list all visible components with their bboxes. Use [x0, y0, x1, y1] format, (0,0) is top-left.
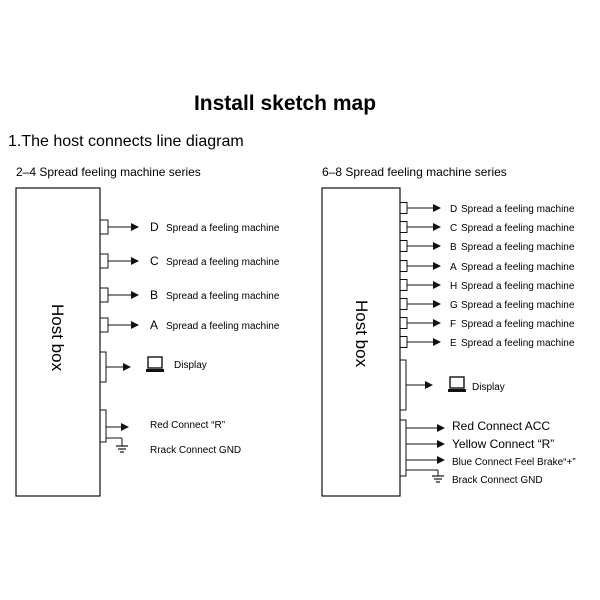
left-output-connector [99, 219, 109, 235]
right-output-letter: H [450, 281, 457, 292]
right-output-connector [399, 240, 408, 252]
right-output-label: Spread a feeling machine [461, 262, 575, 273]
right-output-connector [399, 260, 408, 272]
right-output-letter: B [450, 242, 457, 253]
right-output-label: Spread a feeling machine [461, 281, 575, 292]
right-output-letter: E [450, 338, 457, 349]
left-output-connector [99, 287, 109, 303]
right-output-row: H Spread a feeling machine [399, 279, 575, 292]
right-output-letter: D [450, 204, 457, 215]
right-output-label: Spread a feeling machine [461, 300, 575, 311]
left-monitor-icon [146, 356, 164, 372]
section-subtitle: 1.The host connects line diagram [8, 133, 244, 150]
right-output-letter: C [450, 223, 457, 234]
right-output-row: B Spread a feeling machine [399, 240, 575, 253]
left-host-box [15, 187, 101, 497]
right-output-label: Spread a feeling machine [461, 338, 575, 349]
right-output-letter: F [450, 319, 456, 330]
right-output-connector [399, 279, 408, 291]
left-output-row: C Spread a feeling machine [99, 253, 280, 269]
right-power-connector [399, 419, 407, 477]
right-display-label: Display [472, 382, 505, 393]
left-power-label-gnd: Rrack Connect GND [150, 445, 241, 456]
right-power-label-r: Yellow Connect “R” [452, 437, 554, 451]
right-output-row: C Spread a feeling machine [399, 221, 575, 234]
right-power-label-gnd: Brack Connect GND [452, 475, 543, 486]
right-output-connector [399, 336, 408, 348]
right-output-label: Spread a feeling machine [461, 242, 575, 253]
right-output-letter: G [450, 300, 458, 311]
left-ground-icon [106, 437, 128, 453]
right-output-letter: A [450, 262, 457, 273]
right-output-row: F Spread a feeling machine [399, 317, 575, 330]
left-host-box-label: Host box [48, 304, 67, 372]
left-output-label: Spread a feeling machine [166, 321, 280, 332]
left-output-row: D Spread a feeling machine [99, 219, 280, 235]
right-power-label-acc: Red Connect ACC [452, 419, 550, 433]
right-output-label: Spread a feeling machine [461, 319, 575, 330]
right-output-connector [399, 221, 408, 233]
left-power-label-red: Red Connect “R” [150, 420, 225, 431]
right-output-connector [399, 317, 408, 329]
left-output-label: Spread a feeling machine [166, 291, 280, 302]
right-output-row: D Spread a feeling machine [399, 202, 575, 215]
page-title: Install sketch map [194, 92, 376, 115]
left-output-letter: D [150, 220, 159, 234]
right-diagram-6-8-series: 6–8 Spread feeling machine series Host b… [321, 165, 576, 497]
right-ground-icon [406, 469, 444, 483]
left-output-connector [99, 253, 109, 269]
left-output-letter: C [150, 254, 159, 268]
left-series-title: 2–4 Spread feeling machine series [16, 165, 201, 179]
left-diagram-2-4-series: 2–4 Spread feeling machine series Host b… [15, 165, 241, 497]
right-series-title: 6–8 Spread feeling machine series [322, 165, 507, 179]
right-output-label: Spread a feeling machine [461, 204, 575, 215]
left-power-connector [99, 409, 107, 443]
left-output-row: A Spread a feeling machine [99, 317, 280, 333]
left-output-label: Spread a feeling machine [166, 257, 280, 268]
left-output-row: B Spread a feeling machine [99, 287, 280, 303]
right-host-box-label: Host box [352, 300, 371, 368]
left-output-letter: B [150, 288, 158, 302]
right-output-connector [399, 202, 408, 214]
left-output-connector [99, 317, 109, 333]
right-output-label: Spread a feeling machine [461, 223, 575, 234]
left-display-label: Display [174, 360, 207, 371]
right-output-row: A Spread a feeling machine [399, 260, 575, 273]
right-power-label-brake: Blue Connect Feel Brake“+” [452, 457, 576, 468]
right-output-connector [399, 298, 408, 310]
left-output-label: Spread a feeling machine [166, 223, 280, 234]
right-display-connector [399, 359, 407, 411]
left-display-connector [99, 351, 107, 383]
right-monitor-icon [448, 376, 466, 392]
right-output-row: E Spread a feeling machine [399, 336, 575, 349]
left-output-letter: A [150, 318, 158, 332]
